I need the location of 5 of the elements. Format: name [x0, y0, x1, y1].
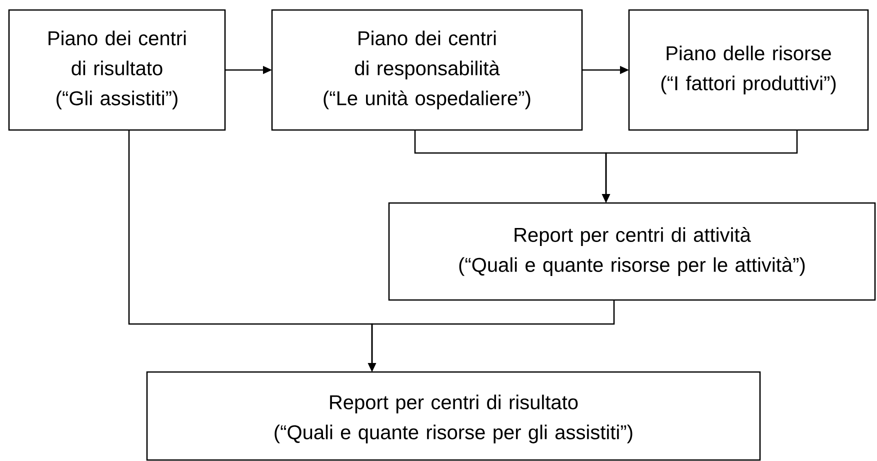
process-box: Piano delle risorse (“I fattori produttivi”) — [628, 9, 869, 131]
process-box: Piano dei centri di risultato (“Gli assistiti”) — [8, 9, 226, 131]
process-box: Piano dei centri di responsabilità (“Le unità ospedaliere”) — [271, 9, 583, 131]
process-box: Report per centri di attività (“Quali e quante risorse per le attività”) — [388, 202, 876, 301]
process-box: Report per centri di risultato (“Quali e quante risorse per gli assistiti”) — [146, 371, 761, 461]
